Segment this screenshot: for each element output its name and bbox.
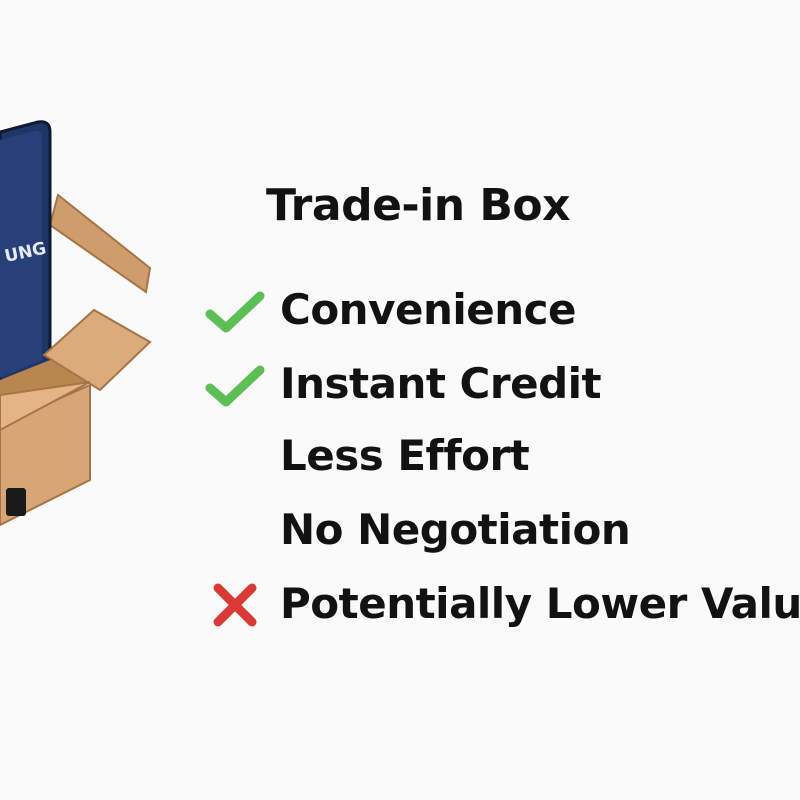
box-handle-slot [6, 488, 26, 516]
list-item-potentially-lower-value: Potentially Lower Valu [200, 574, 800, 634]
list-item-convenience: Convenience [200, 280, 800, 340]
page-title: Trade-in Box [266, 180, 571, 231]
box-left-flap [0, 381, 91, 432]
feature-list-panel: Trade-in Box Convenience Instant Credit … [200, 168, 800, 648]
list-item-label: No Negotiation [280, 505, 631, 554]
list-item-label: Less Effort [280, 431, 530, 480]
list-item-less-effort: Less Effort [200, 426, 800, 486]
cross-icon [213, 583, 257, 627]
box-back-flap [48, 193, 152, 294]
list-item-label: Potentially Lower Valu [280, 579, 800, 628]
check-icon [205, 291, 265, 333]
box-right-flap [42, 308, 152, 392]
list-item-no-negotiation: No Negotiation [200, 500, 800, 560]
list-item-label: Instant Credit [280, 359, 602, 408]
check-icon [205, 365, 265, 407]
list-item-label: Convenience [280, 285, 577, 334]
list-item-instant-credit: Instant Credit [200, 354, 800, 414]
phone-icon: UNG [0, 120, 52, 390]
